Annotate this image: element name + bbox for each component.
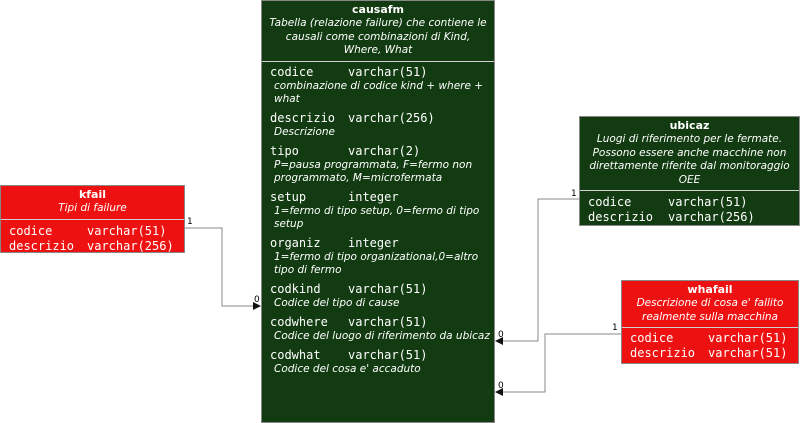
field-type: varchar(2) — [348, 143, 421, 158]
causafm-description: Tabella (relazione failure) che contiene… — [269, 17, 487, 56]
whafail-title: whafail — [687, 283, 733, 296]
field-codice[interactable]: codice varchar(51) — [9, 224, 180, 239]
field-type: varchar(256) — [87, 238, 174, 253]
field-description: Descrizione — [274, 125, 335, 138]
field-name: codwhat — [270, 347, 321, 362]
whafail-header: whafail Descrizione di cosa e' fallito r… — [622, 281, 798, 327]
relation-kfail-codkind — [185, 227, 261, 310]
field-type: varchar(51) — [708, 331, 788, 345]
field-descrizio[interactable]: descrizio varchar(256) — [9, 239, 180, 254]
field-name: codice — [630, 331, 674, 345]
kfail-separator — [1, 218, 184, 220]
whafail-fields: codice varchar(51) descrizio varchar(51) — [622, 328, 798, 365]
entity-whafail[interactable]: whafail Descrizione di cosa e' fallito r… — [621, 280, 799, 364]
field-organiz[interactable]: organiz integer 1=fermo di tipo organizat… — [270, 236, 490, 277]
field-type: varchar(51) — [708, 346, 788, 360]
field-description: Codice del luogo di riferimento da ubica… — [274, 329, 490, 342]
relation-whafail-codwhat — [495, 333, 621, 396]
field-name: setup — [270, 189, 307, 204]
kfail-header: kfail Tipi di failure — [1, 186, 184, 219]
field-name: descrizio — [588, 210, 654, 224]
field-codkind[interactable]: codkind varchar(51) Codice del tipo di ca… — [270, 282, 490, 310]
ubicaz-fields: codice varchar(51) descrizio varchar(256) — [580, 191, 799, 229]
field-descrizio[interactable]: descrizio varchar(256) Descrizione — [270, 111, 490, 139]
field-type: varchar(51) — [87, 223, 167, 238]
field-type: varchar(256) — [348, 110, 435, 125]
card-ubicaz-from: 1 — [571, 189, 577, 199]
field-descrizio[interactable]: descrizio varchar(256) — [588, 210, 795, 225]
ubicaz-header: ubicaz Luogi di riferimento per le ferma… — [580, 117, 799, 190]
field-description: P=pausa programmata, F=fermo non program… — [274, 158, 473, 184]
kfail-fields: codice varchar(51) descrizio varchar(256) — [1, 220, 184, 258]
field-type: varchar(51) — [668, 195, 748, 209]
field-type: integer — [348, 235, 399, 250]
ubicaz-description: Luogi di riferimento per le fermate. Pos… — [589, 133, 790, 186]
ubicaz-title: ubicaz — [669, 119, 710, 132]
field-tipo[interactable]: tipo varchar(2) P=pausa programmata, F=fe… — [270, 144, 490, 185]
field-codwhat[interactable]: codwhat varchar(51) Codice del cosa e' ac… — [270, 348, 490, 376]
field-name: codice — [9, 223, 53, 238]
relation-ubicaz-codwhere — [495, 198, 579, 345]
field-description: 1=fermo di tipo organizational,0=altro t… — [274, 250, 479, 276]
card-kfail-from: 1 — [187, 217, 193, 227]
field-description: Codice del tipo di cause — [274, 296, 400, 309]
entity-ubicaz[interactable]: ubicaz Luogi di riferimento per le ferma… — [579, 116, 800, 226]
card-whafail-to: 0 — [498, 381, 504, 391]
field-name: codice — [588, 195, 632, 209]
field-type: varchar(256) — [668, 210, 755, 224]
kfail-description: Tipi di failure — [58, 202, 127, 214]
field-name: codwhere — [270, 314, 328, 329]
field-description: Codice del cosa e' accaduto — [274, 362, 421, 375]
card-kfail-to: 0 — [254, 295, 260, 305]
field-name: descrizio — [630, 346, 696, 360]
card-ubicaz-to: 0 — [498, 330, 504, 340]
field-name: codice — [270, 64, 314, 79]
entity-causafm[interactable]: causafm Tabella (relazione failure) che … — [261, 0, 495, 423]
field-name: descrizio — [9, 238, 75, 253]
field-setup[interactable]: setup integer 1=fermo di tipo setup, 0=fe… — [270, 190, 490, 231]
field-codice[interactable]: codice varchar(51) combinazione di codice… — [270, 65, 490, 106]
causafm-separator — [262, 60, 494, 62]
field-type: varchar(51) — [348, 347, 428, 362]
ubicaz-separator — [580, 190, 799, 191]
field-type: varchar(51) — [348, 314, 428, 329]
field-codice[interactable]: codice varchar(51) — [630, 331, 794, 346]
field-codice[interactable]: codice varchar(51) — [588, 195, 795, 210]
field-type: varchar(51) — [348, 281, 428, 296]
card-whafail-from: 1 — [612, 323, 618, 333]
field-codwhere[interactable]: codwhere varchar(51) Codice del luogo di … — [270, 315, 490, 343]
field-description: 1=fermo di tipo setup, 0=fermo di tipo s… — [274, 204, 480, 230]
whafail-separator — [622, 327, 798, 328]
field-descrizio[interactable]: descrizio varchar(51) — [630, 346, 794, 361]
causafm-title: causafm — [352, 3, 404, 16]
field-name: descrizio — [270, 110, 336, 125]
field-type: integer — [348, 189, 399, 204]
field-name: organiz — [270, 235, 321, 250]
kfail-title: kfail — [78, 188, 107, 201]
causafm-fields: codice varchar(51) combinazione di codice… — [262, 62, 494, 385]
causafm-header: causafm Tabella (relazione failure) che … — [262, 1, 494, 61]
field-description: combinazione di codice kind + where + wh… — [274, 79, 484, 105]
whafail-description: Descrizione di cosa e' fallito realmente… — [636, 297, 784, 323]
field-name: tipo — [270, 143, 299, 158]
field-name: codkind — [270, 281, 321, 296]
field-type: varchar(51) — [348, 64, 428, 79]
